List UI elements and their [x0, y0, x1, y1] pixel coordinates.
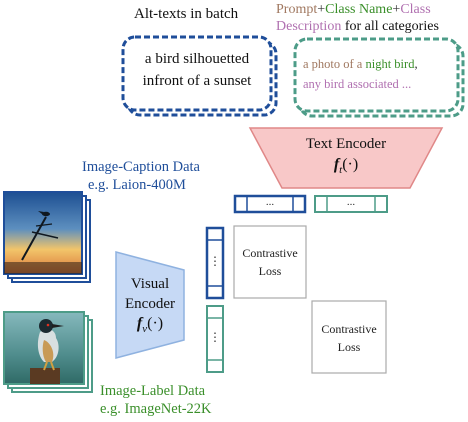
text-embedding-blue-dots: ...	[265, 196, 275, 208]
image-embedding-blue-dots: ⋮	[209, 254, 221, 268]
alt-text-heading: Alt-texts in batch	[134, 6, 239, 22]
image-embedding-teal	[206, 305, 224, 373]
prompt-example-comma: ,	[414, 57, 418, 71]
prompt-example-line1: a photo of a night bird,	[303, 57, 418, 72]
text-encoder-shape	[248, 127, 444, 189]
prompt-heading: Prompt+Class Name+Class	[276, 1, 431, 18]
image-embedding-teal-dots: ⋮	[209, 330, 221, 344]
prompt-heading-line2: Description for all categories	[276, 18, 439, 35]
prompt-heading-classname: Class Name	[325, 2, 393, 17]
alt-text-example-line2: infront of a sunset	[142, 73, 252, 89]
visual-encoder-subscript: v	[142, 323, 148, 336]
text-encoder-subscript: t	[339, 164, 343, 177]
contrastive-loss-box-2	[311, 300, 387, 374]
text-embedding-blue	[233, 194, 307, 214]
image-label-label-line2: e.g. ImageNet-22K	[100, 401, 212, 417]
prompt-example-classname: night bird	[365, 57, 415, 71]
prompt-heading-plus2: +	[392, 2, 401, 17]
prompt-heading-categories: for all categories	[341, 19, 439, 34]
contrastive-loss-2-line2: Loss	[337, 340, 361, 354]
prompt-example-prefix: a photo of a	[303, 57, 366, 71]
visual-encoder-line1: Visual	[130, 276, 170, 292]
text-embedding-teal-dots: ...	[346, 196, 356, 208]
visual-encoder-formula: fv(·)	[112, 314, 188, 339]
alt-text-example-line1: a bird silhouetted	[144, 51, 250, 67]
image-label-stack	[3, 311, 93, 393]
image-caption-label-line1: Image-Caption Data	[82, 159, 200, 175]
prompt-heading-plus1: +	[317, 2, 326, 17]
visual-encoder-label: Visual Encoder fv(·)	[112, 274, 188, 339]
image-caption-label-line2: e.g. Laion-400M	[88, 177, 186, 193]
contrastive-loss-label-2: Contrastive Loss	[312, 320, 386, 356]
text-encoder-formula: ft(·)	[262, 156, 430, 176]
visual-encoder-line2: Encoder	[125, 296, 175, 312]
visual-encoder-shape	[115, 251, 185, 359]
image-caption-stack	[3, 191, 91, 283]
text-embedding-teal	[314, 195, 388, 213]
contrastive-loss-2-line1: Contrastive	[321, 322, 377, 336]
prompt-example-line2: any bird associated ...	[303, 77, 412, 91]
visual-encoder-arg: (·)	[147, 315, 164, 332]
alt-text-bubble	[121, 35, 278, 117]
image-label-label: Image-Label Data e.g. ImageNet-22K	[100, 382, 212, 418]
prompt-heading-description: Description	[276, 19, 342, 34]
contrastive-loss-box-1	[233, 225, 307, 299]
prompt-heading-prompt: Prompt	[276, 2, 318, 17]
image-caption-label: Image-Caption Data e.g. Laion-400M	[82, 158, 200, 194]
text-encoder-arg: (·)	[342, 156, 359, 173]
sunset-bird-silhouette-icon	[4, 211, 82, 274]
night-heron-icon	[30, 319, 64, 384]
text-encoder-title: Text Encoder	[305, 136, 387, 152]
image-embedding-blue	[205, 226, 225, 300]
contrastive-loss-label-1: Contrastive Loss	[234, 244, 306, 280]
visual-encoder-symbol: f	[136, 315, 143, 332]
prompt-bubble	[293, 37, 465, 118]
contrastive-loss-1-line1: Contrastive	[242, 246, 298, 260]
contrastive-loss-1-line2: Loss	[258, 264, 282, 278]
text-encoder-symbol: f	[333, 156, 340, 173]
alt-text-example: a bird silhouetted infront of a sunset	[124, 48, 270, 92]
image-label-label-line1: Image-Label Data	[100, 383, 206, 399]
prompt-heading-class: Class	[400, 2, 431, 17]
